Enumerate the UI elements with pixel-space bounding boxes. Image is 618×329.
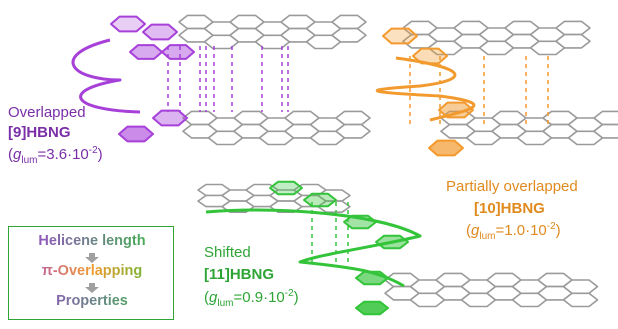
label-10hbng-g: (glum=1.0·10-2) [466,221,561,242]
down-arrow-icon [85,283,99,293]
graphene-sheet-bottom [593,110,618,126]
graphene-sheet-top [555,20,591,36]
purple-ring [110,15,146,33]
green-ring [355,300,389,316]
molecule-9hbng [71,14,371,146]
label-11hbng-name: [11]HBNG [204,266,275,283]
helicene-backbone [205,208,422,288]
label-10hbng-name: [10]HBNG [474,200,545,217]
purple-ring [129,44,163,60]
label-10hbng-state: Partially overlapped [446,178,578,195]
purple-ring [118,125,154,143]
legend-helicene-length: Helicene length [9,233,175,249]
purple-ring [161,44,195,60]
graphene-sheet-top [555,33,591,49]
molecule-11hbng [197,180,599,316]
green-ring [303,192,337,208]
label-11hbng-state: Shifted [204,244,251,261]
graphene-sheet-bottom [593,123,618,139]
legend-pi-overlapping: π-Overlapping [9,263,175,279]
label-11hbng-g: (glum=0.9·10-2) [204,288,299,309]
graphene-sheet-top [331,14,367,30]
label-9hbng-state: Overlapped [8,104,86,121]
helicene-backbone [376,56,476,122]
orange-ring [412,47,448,65]
purple-ring [152,109,188,127]
helicene-backbone [71,38,141,114]
graphene-sheet-bottom [335,123,371,139]
legend-box: Helicene length π-Overlapping Properties [8,226,174,320]
down-arrow-icon [85,253,99,263]
graphene-sheet-bottom [562,279,599,295]
graphene-sheet-bottom [562,292,599,308]
molecule-10hbng [376,20,618,157]
graphene-sheet-top [331,27,367,43]
purple-ring [142,23,178,41]
orange-ring [382,27,418,45]
orange-ring [438,101,474,119]
green-ring [269,180,303,196]
legend-properties: Properties [9,293,175,309]
label-9hbng-name: [9]HBNG [8,124,71,141]
graphene-sheet-bottom [335,110,371,126]
label-9hbng-g: (glum=3.6·10-2) [8,145,103,166]
orange-ring [428,139,464,157]
